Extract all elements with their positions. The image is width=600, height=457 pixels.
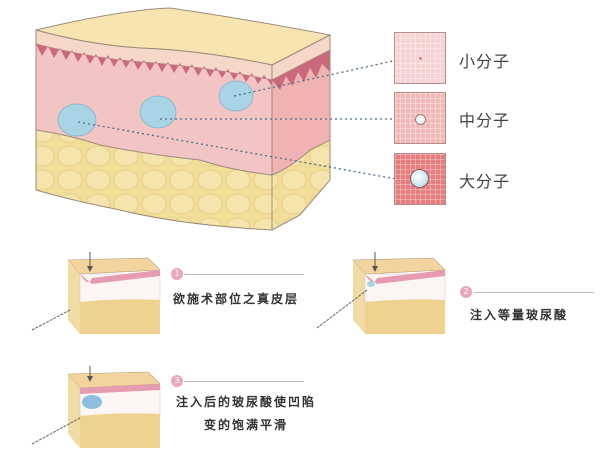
step-1-text: 欲施术部位之真皮层 <box>173 292 300 306</box>
step-2-divider <box>474 292 594 293</box>
step-3-text-line1: 注入后的玻尿酸使凹陷 <box>176 395 317 409</box>
step-3-text-line2: 变的饱满平滑 <box>204 418 289 432</box>
step-3-divider <box>184 381 304 382</box>
step-1-skin-illustration <box>31 252 161 334</box>
legend-label-medium: 中分子 <box>459 111 511 130</box>
legend-swatch-small <box>394 32 446 84</box>
molecule-dot-large <box>410 169 429 188</box>
step-2-badge: 2 <box>460 286 472 298</box>
legend-swatch-medium <box>394 92 446 144</box>
step-2-text: 注入等量玻尿酸 <box>470 308 569 322</box>
step-3-badge: 3 <box>171 375 183 387</box>
legend-label-large: 大分子 <box>459 172 511 191</box>
legend-swatch-large <box>394 153 446 205</box>
molecule-dot-tiny <box>419 57 422 60</box>
step-1-divider <box>184 274 304 275</box>
legend-label-small: 小分子 <box>459 52 511 71</box>
step-2-skin-illustration <box>316 252 446 334</box>
skin-cross-section-diagram <box>35 7 403 231</box>
step-1-badge: 1 <box>171 268 183 280</box>
molecule-dot-medium <box>415 114 426 125</box>
step-3-skin-illustration <box>31 366 161 448</box>
